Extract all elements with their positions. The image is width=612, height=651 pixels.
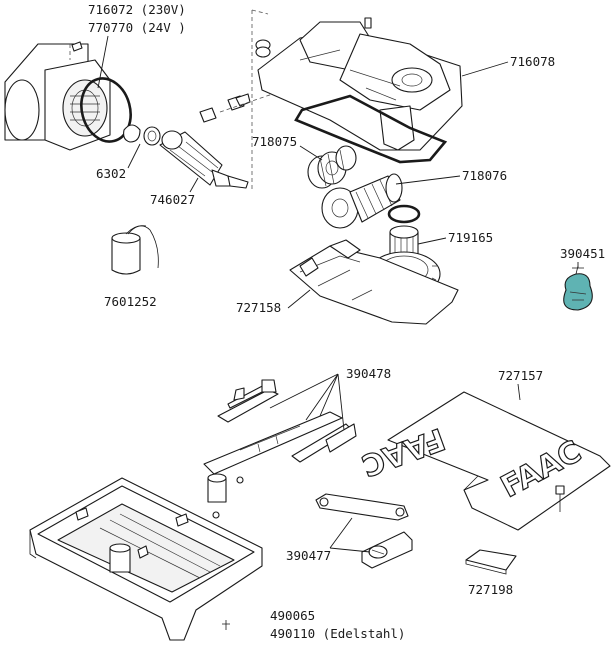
leader-shaft [189,177,199,193]
leader-gearbox-base [287,289,311,309]
label-worm-gear: 718076 [462,168,507,183]
box-lid: FAAC FAAC [356,391,611,531]
assembly-line-top [251,9,269,15]
leader-release-bracket [269,373,345,431]
label-gear-pair: 718075 [252,134,297,149]
label-o-ring: 6302 [96,166,126,181]
shaft-746027 [159,130,249,189]
label-capacitor: 7601252 [104,294,157,309]
leader-box-lid [517,383,521,401]
seal-ring [387,204,421,224]
foundation-box [29,477,263,641]
gearbox-cover [255,17,463,164]
label-gearbox-cover: 716078 [510,54,555,69]
worm-gear-718076 [321,173,403,229]
o-ring-6302 [123,124,161,146]
label-small-plate: 727198 [468,582,513,597]
label-release-bracket: 390478 [346,366,391,381]
leader-worm-gear [395,175,461,185]
label-grease-bag: 390451 [560,246,605,261]
label-box-standard: 490065 [270,608,315,623]
release-bracket [203,379,357,519]
gear-pair-718075 [307,145,357,189]
leader-lever-arm [329,517,371,553]
leader-gearbox-cover [461,61,509,77]
leader-motor [97,35,109,89]
capacitor [111,225,159,275]
leader-o-ring [127,143,141,169]
label-pinion: 719165 [448,230,493,245]
label-gearbox-base: 727158 [236,300,281,315]
grease-bag [563,265,593,311]
gearbox-base [289,239,459,325]
leader-pinion [417,237,447,245]
label-box-stainless: 490110 (Edelstahl) [270,626,405,641]
leader-gear-pair [299,145,323,161]
label-motor-230v: 716072 (230V) [88,2,186,17]
label-motor-24v: 770770 (24V ) [88,20,186,35]
lever-arm [315,493,413,569]
small-plate [465,549,517,575]
label-shaft: 746027 [150,192,195,207]
plug-parts [199,87,291,123]
motor [4,41,132,151]
lid-logo-1: FAAC [357,420,449,482]
label-box-lid: 727157 [498,368,543,383]
label-lever-arm: 390477 [286,548,331,563]
